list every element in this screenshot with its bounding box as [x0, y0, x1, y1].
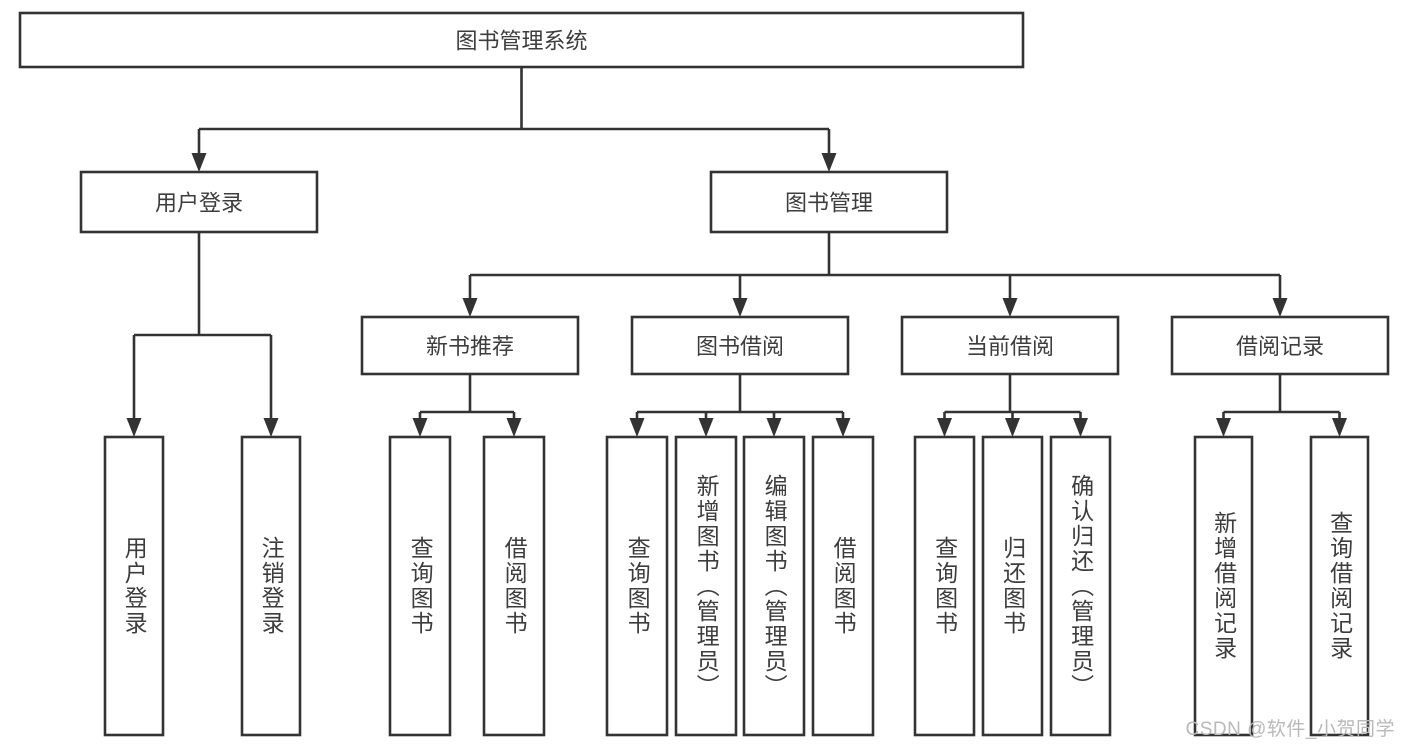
arrow-user-login-to-leaf-logout-login [263, 418, 279, 437]
node-box-root[interactable] [18, 11, 1025, 69]
node-box-leaf-add-book[interactable] [674, 435, 738, 737]
arrow-current-borrow-to-leaf-query-book-cur [937, 418, 952, 437]
arrow-bookmanage-to-book-borrow [732, 298, 748, 317]
node-label-new-book-rec: 新书推荐 [426, 334, 514, 359]
arrow-current-borrow-to-leaf-confirm-return [1073, 418, 1088, 437]
watermark-text: CSDN @软件_小贺同学 [1185, 719, 1395, 740]
node-box-leaf-add-record[interactable] [1193, 435, 1254, 737]
node-box-user-login[interactable] [79, 170, 319, 234]
node-box-current-borrow[interactable] [900, 315, 1120, 376]
node-box-leaf-borrow-book-bor[interactable] [811, 435, 875, 737]
node-box-leaf-logout-login[interactable] [240, 435, 302, 737]
node-box-book-manage[interactable] [709, 170, 949, 234]
arrow-new-book-rec-to-leaf-borrow-book-rec [506, 418, 522, 437]
arrow-book-borrow-to-leaf-edit-book [766, 418, 782, 437]
node-label-user-login: 用户登录 [155, 191, 243, 216]
arrow-bookmanage-to-new-book-rec [462, 298, 478, 317]
node-label-root: 图书管理系统 [455, 29, 587, 54]
arrow-root-to-user-login [191, 153, 207, 172]
arrow-bookmanage-to-current-borrow [1002, 298, 1018, 317]
node-label-book-manage: 图书管理 [785, 191, 873, 216]
arrow-book-borrow-to-leaf-borrow-book-bor [835, 418, 851, 437]
node-box-leaf-query-book-rec[interactable] [388, 435, 452, 737]
arrow-borrow-record-to-leaf-query-record [1332, 418, 1347, 437]
node-box-leaf-query-record[interactable] [1309, 435, 1370, 737]
node-label-book-borrow: 图书借阅 [696, 334, 784, 359]
node-box-leaf-user-login[interactable] [103, 435, 165, 737]
connectors-layer [126, 67, 1347, 437]
arrow-borrow-record-to-leaf-add-record [1216, 418, 1231, 437]
arrow-user-login-to-leaf-user-login [126, 418, 142, 437]
arrow-bookmanage-to-borrow-record [1272, 298, 1288, 317]
arrow-root-to-book-manage [821, 153, 837, 172]
boxes-layer [18, 11, 1390, 737]
node-box-borrow-record[interactable] [1170, 315, 1390, 376]
node-box-book-borrow[interactable] [630, 315, 850, 376]
node-label-current-borrow: 当前借阅 [966, 334, 1054, 359]
arrow-current-borrow-to-leaf-return-book [1005, 418, 1020, 437]
node-box-leaf-edit-book[interactable] [742, 435, 806, 737]
arrow-book-borrow-to-leaf-query-book-bor [629, 418, 645, 437]
node-box-leaf-confirm-return[interactable] [1049, 435, 1112, 737]
node-box-leaf-borrow-book-rec[interactable] [482, 435, 546, 737]
arrow-new-book-rec-to-leaf-query-book-rec [412, 418, 428, 437]
node-box-leaf-query-book-cur[interactable] [913, 435, 976, 737]
node-box-leaf-return-book[interactable] [981, 435, 1044, 737]
node-label-borrow-record: 借阅记录 [1236, 334, 1324, 359]
arrow-book-borrow-to-leaf-add-book [698, 418, 714, 437]
node-box-leaf-query-book-bor[interactable] [605, 435, 669, 737]
node-box-new-book-rec[interactable] [360, 315, 580, 376]
